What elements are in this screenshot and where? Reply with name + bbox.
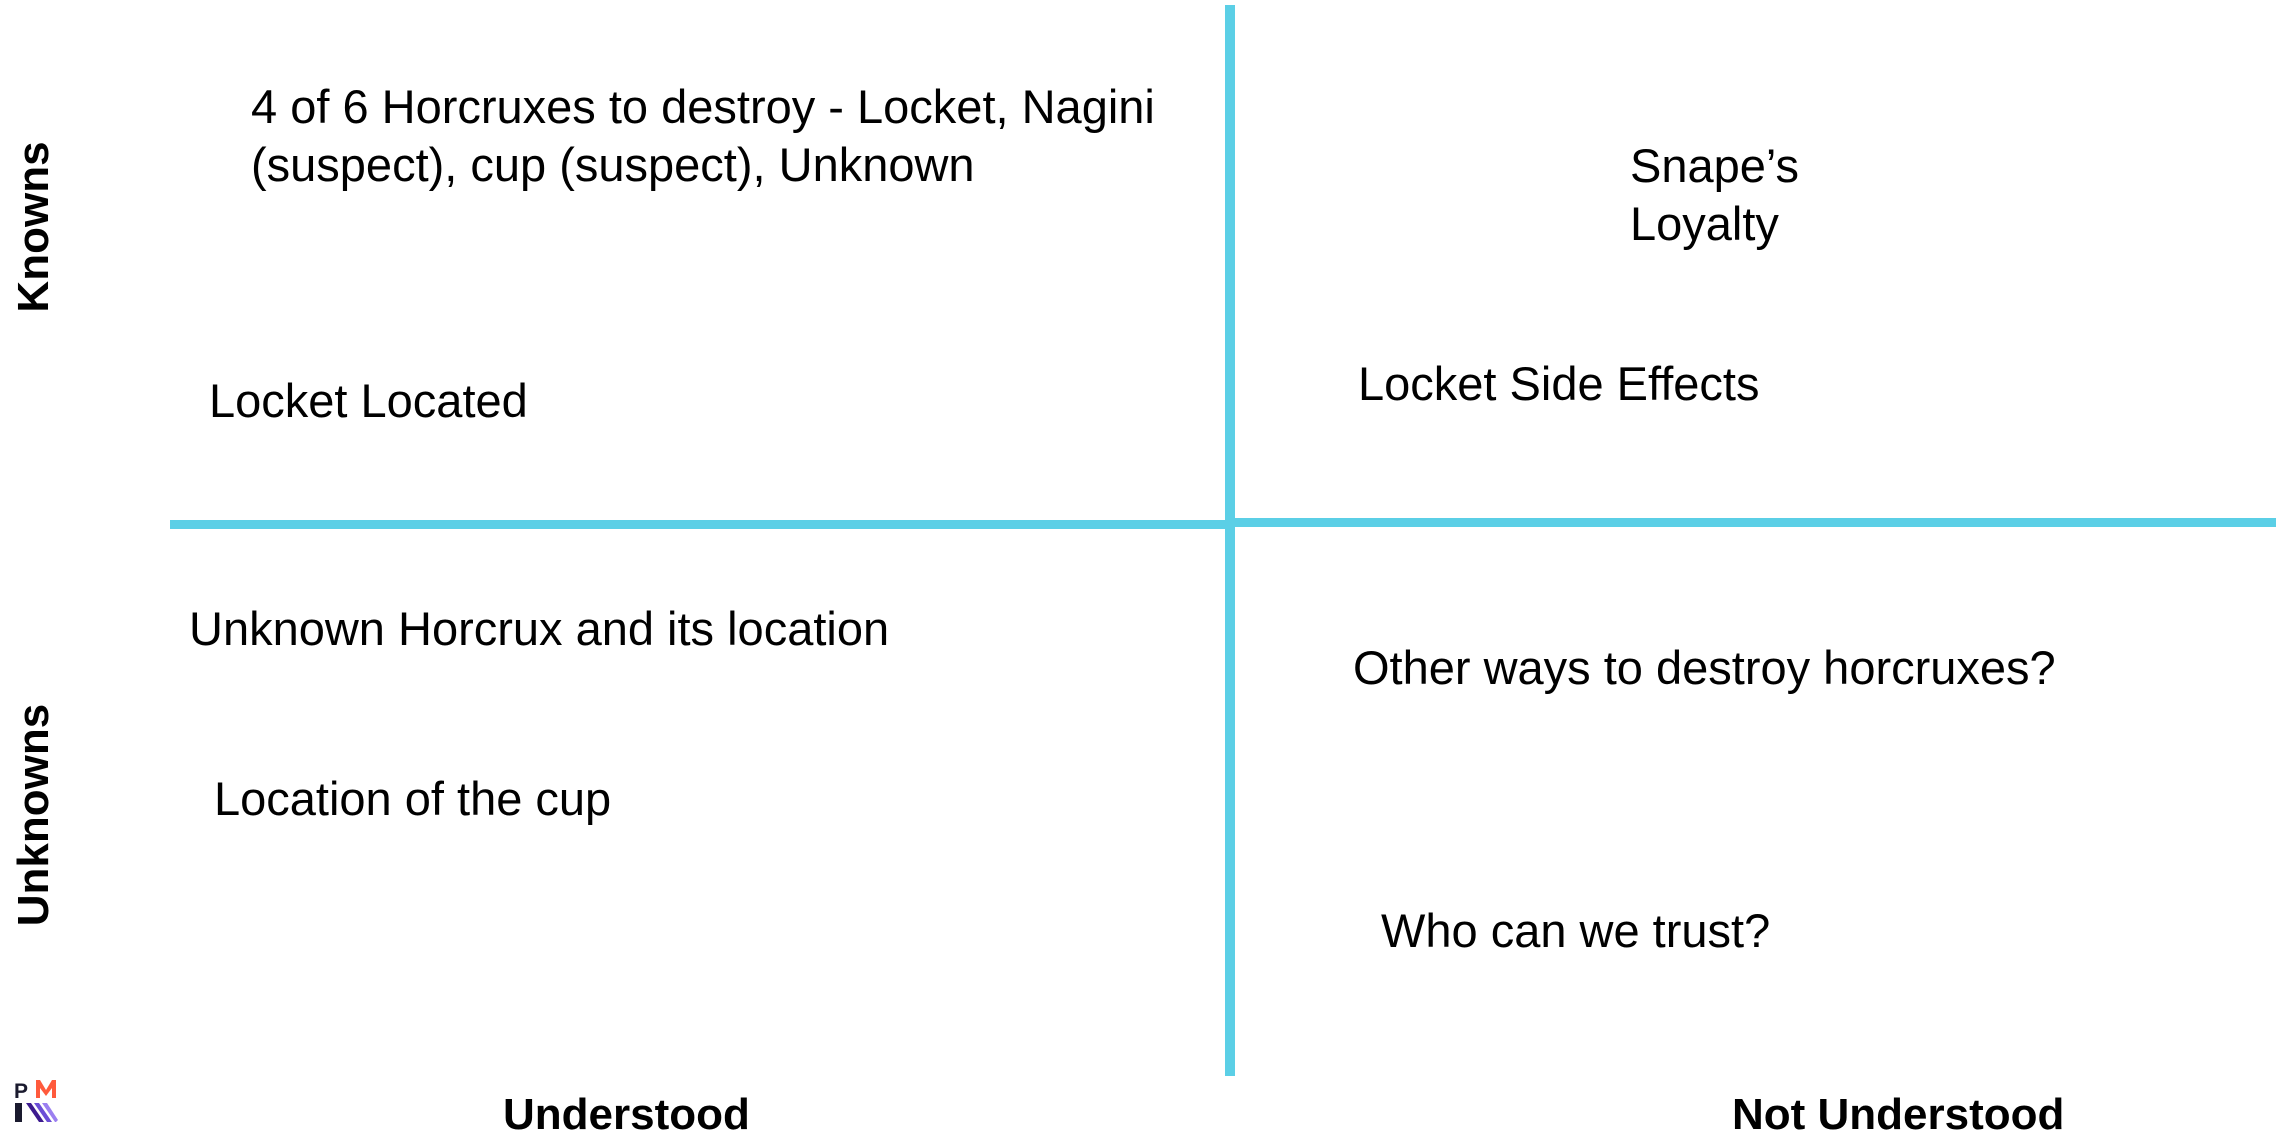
quadrant-item: Location of the cup: [214, 772, 612, 825]
row-label-unknowns: Unknowns: [9, 703, 58, 927]
quadrant-item: Snape’s Loyalty: [1630, 139, 1799, 250]
svg-text:P: P: [14, 1080, 28, 1103]
quadrant-item: Other ways to destroy horcruxes?: [1353, 641, 2056, 694]
column-label-understood: Understood: [503, 1090, 750, 1139]
quadrant-item: 4 of 6 Horcruxes to destroy - Locket, Na…: [251, 80, 1155, 191]
vertical-divider: [1225, 5, 1235, 1076]
row-label-knowns: Knowns: [9, 141, 58, 313]
quadrant-item: Unknown Horcrux and its location: [189, 602, 890, 655]
quadrant-item: Locket Side Effects: [1358, 357, 1760, 410]
quadrant-item: Who can we trust?: [1381, 904, 1771, 957]
pmi-logo-icon: P: [14, 1078, 60, 1124]
horizontal-divider-left: [170, 520, 1230, 529]
quadrant-item: Locket Located: [209, 374, 528, 427]
column-label-not-understood: Not Understood: [1732, 1090, 2065, 1139]
horizontal-divider-right: [1230, 518, 2276, 527]
